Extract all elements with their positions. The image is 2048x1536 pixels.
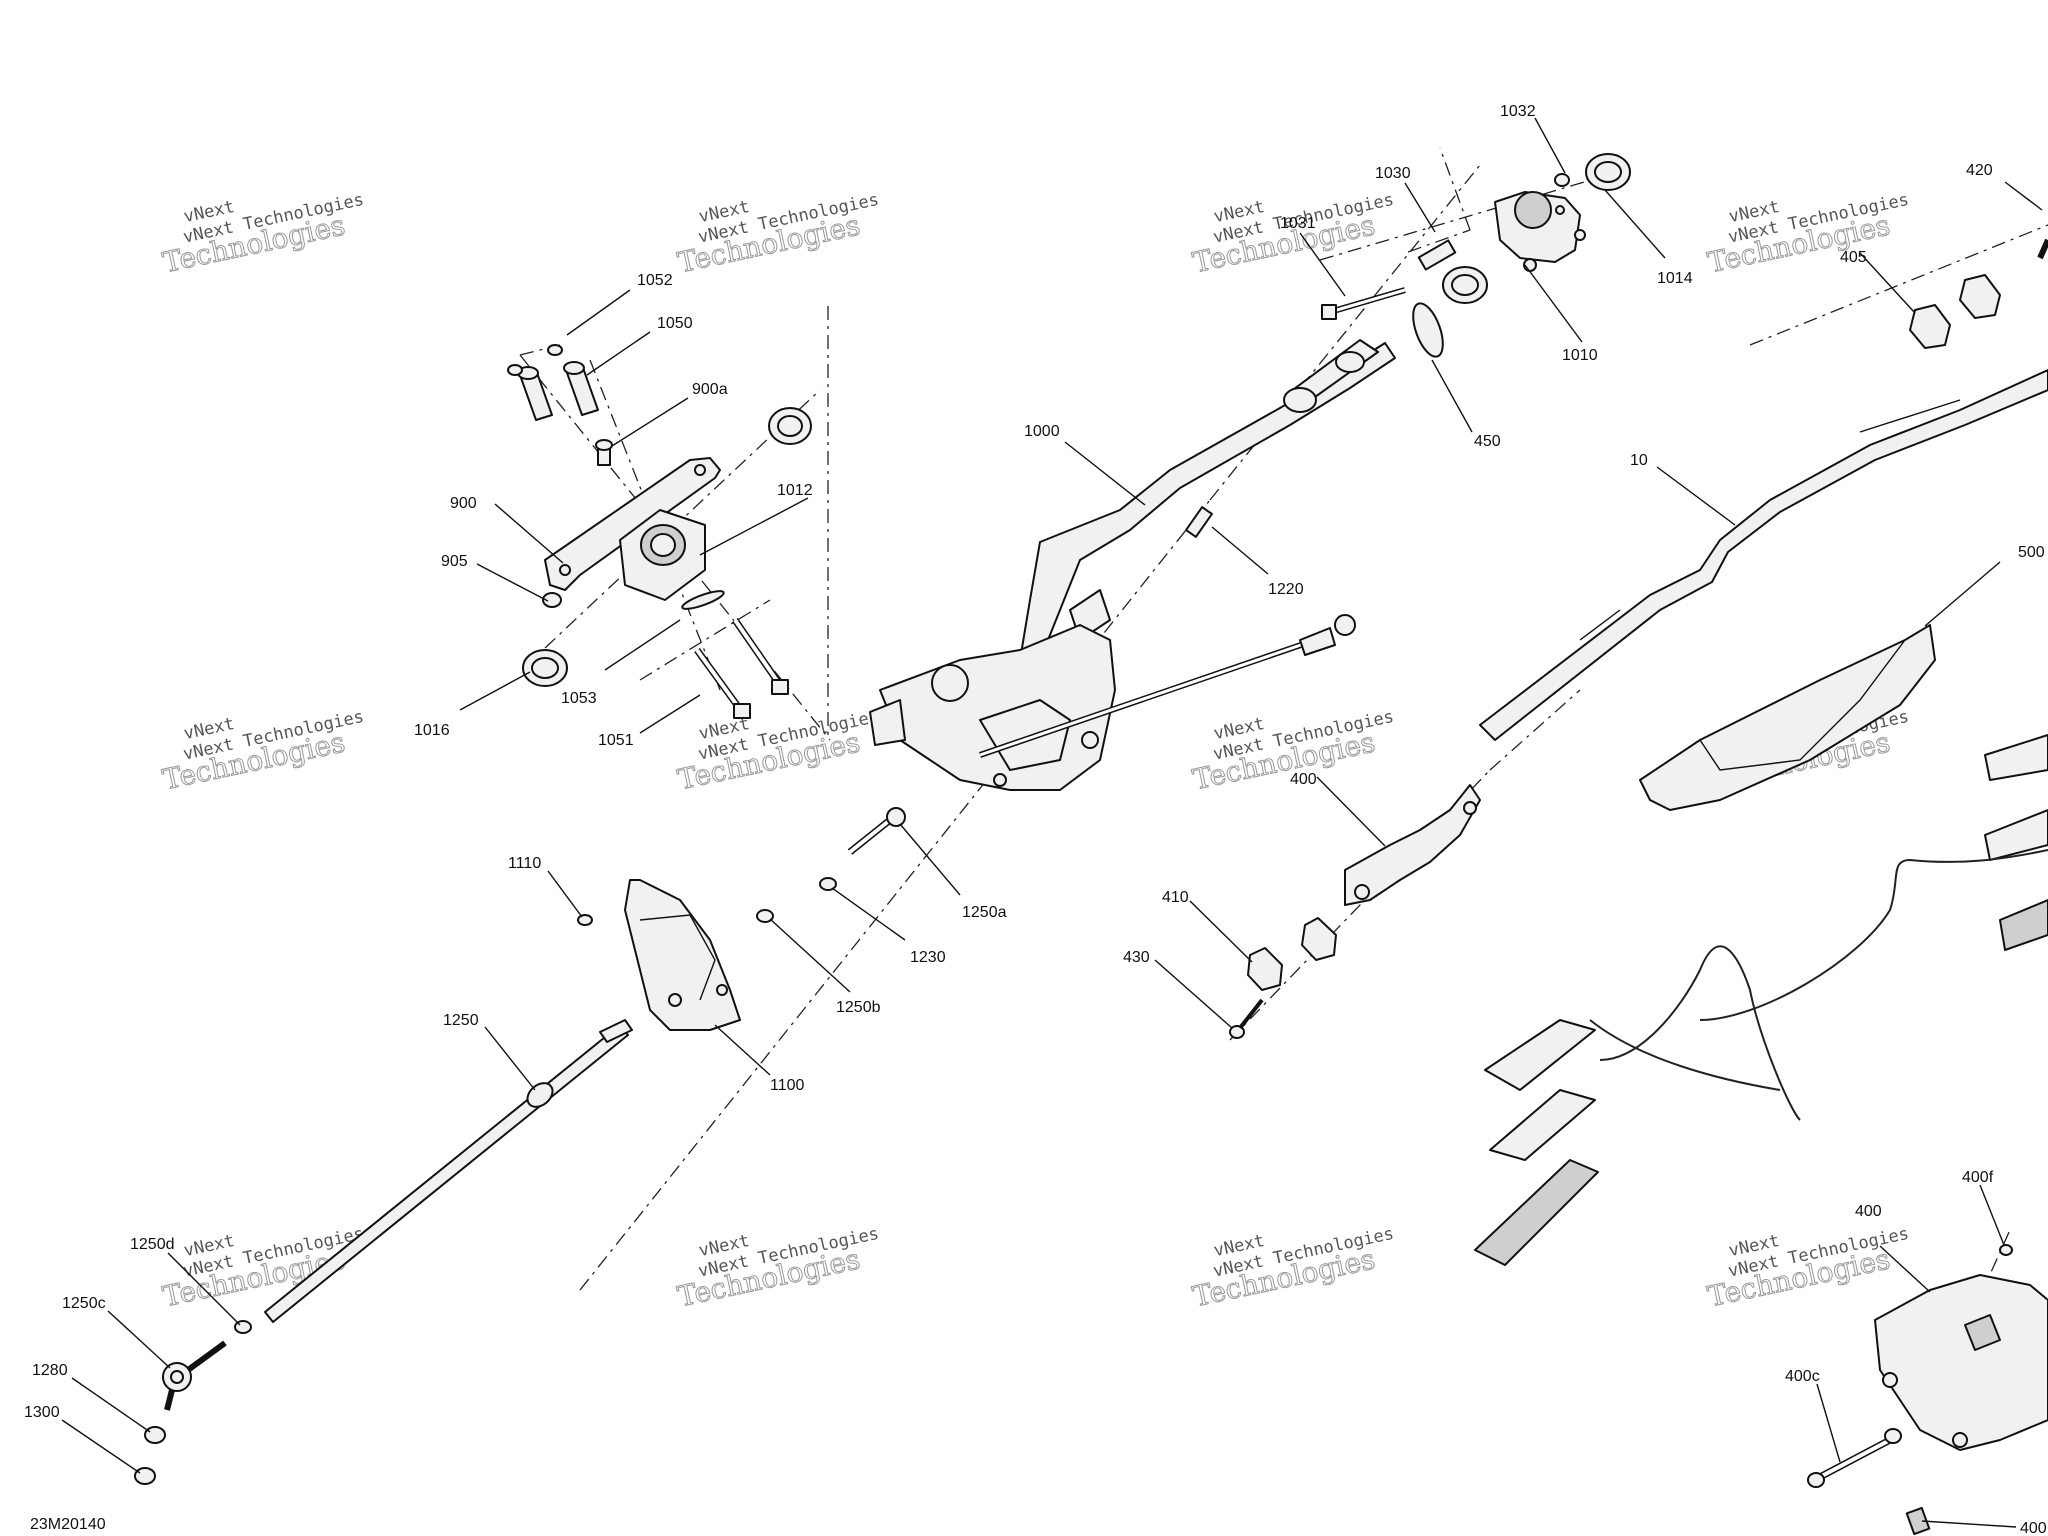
seal-ring-1016 [522, 649, 568, 687]
nut-1032 [1554, 173, 1570, 187]
callout-1012: 1012 [777, 482, 813, 499]
callout-410: 410 [1162, 889, 1189, 906]
callout-1220: 1220 [1268, 581, 1304, 598]
callout-1250b: 1250b [836, 999, 881, 1016]
rod-end-1250a [847, 807, 906, 855]
nut-1230 [819, 877, 837, 891]
leader-lines [61, 117, 2043, 1528]
riser-400 [1344, 784, 1481, 906]
callout-1300: 1300 [24, 1404, 60, 1421]
nut-905 [542, 592, 562, 608]
washer-1053 [681, 590, 725, 610]
steering-column-clamp-1010 [1494, 191, 1586, 272]
nut-400f [1999, 1244, 2013, 1256]
housing-1012 [619, 509, 706, 601]
callout-1250d: 1250d [130, 1236, 175, 1253]
callout-405: 405 [1840, 249, 1867, 266]
callout-1032: 1032 [1500, 103, 1536, 120]
callout-900: 900 [450, 495, 477, 512]
callout-905: 905 [441, 553, 468, 570]
rod-end-1250c [162, 1340, 227, 1411]
washer-1250b [756, 909, 774, 923]
callout-420: 420 [1966, 162, 1993, 179]
grip-sleeves [1474, 1019, 1599, 1266]
washer-1280 [144, 1426, 166, 1444]
callout-1110: 1110 [508, 855, 541, 872]
callout-500: 500 [2018, 544, 2045, 561]
handlebar-clamps-405 [1909, 274, 2001, 349]
callout-1250c: 1250c [62, 1295, 106, 1312]
grip-tube-right [1984, 734, 2048, 951]
bushing-1052 [507, 344, 563, 421]
washer-450 [1412, 302, 1444, 358]
callout-1016: 1016 [414, 722, 450, 739]
bolts-1051 [694, 618, 789, 719]
pin-900a [595, 439, 613, 466]
callout-1280: 1280 [32, 1362, 68, 1379]
callout-900a: 900a [692, 381, 728, 398]
center-lines [519, 147, 2048, 1431]
steering-column-1000 [869, 339, 1396, 791]
callout-430: 430 [1123, 949, 1150, 966]
throttle-wire [1589, 849, 2048, 1121]
grub-400 [1905, 1506, 1931, 1536]
riser-400-bottom [1874, 1274, 2048, 1451]
callout-1014: 1014 [1657, 270, 1693, 287]
callout-450: 450 [1474, 433, 1501, 450]
clamp-410 [1247, 917, 1337, 991]
callout-400: 400 [1290, 771, 1317, 788]
nut-1300 [134, 1467, 156, 1485]
callout-1100: 1100 [770, 1077, 805, 1094]
callout-1250a: 1250a [962, 904, 1007, 921]
callout-1000: 1000 [1024, 423, 1060, 440]
spacer-tube-1030 [1417, 239, 1457, 271]
seal-ring-1012-top [768, 407, 812, 445]
shaft-1250 [264, 1019, 633, 1323]
bushing-1050 [563, 361, 599, 416]
bolt-430 [1229, 998, 1264, 1039]
callout-1010: 1010 [1562, 347, 1598, 364]
bolt-400c [1807, 1428, 1902, 1488]
washer-ring-top [1442, 266, 1488, 304]
callout-1050: 1050 [657, 315, 693, 332]
callout-1031: 1031 [1280, 215, 1316, 232]
callout-400c: 400c [1785, 1368, 1820, 1385]
callout-1053: 1053 [561, 690, 597, 707]
callout-400f: 400f [1962, 1169, 1994, 1186]
handlebar-10 [1479, 369, 2048, 741]
cover-1100 [624, 879, 741, 1031]
seal-ring-1014 [1585, 153, 1631, 191]
callout-1030: 1030 [1375, 165, 1411, 182]
callout-1052: 1052 [637, 272, 673, 289]
pin-1220 [1185, 506, 1213, 538]
callout-10: 10 [1630, 452, 1648, 469]
callout-1230: 1230 [910, 949, 946, 966]
screw-1110 [577, 914, 593, 926]
callout-400-grub: 400 [2020, 1520, 2047, 1536]
bracket-900 [544, 457, 721, 591]
callout-1051: 1051 [598, 732, 634, 749]
bolt-1031 [1321, 287, 1406, 320]
callout-400-bottom: 400 [1855, 1203, 1882, 1220]
drawing-number: 23M20140 [30, 1516, 106, 1533]
callout-1250: 1250 [443, 1012, 479, 1029]
callout-labels: 1032 1030 1031 1014 1010 450 420 405 10 … [24, 103, 2047, 1536]
handlebar-pad-500 [1639, 624, 1936, 811]
bolt-420 [2037, 238, 2048, 260]
